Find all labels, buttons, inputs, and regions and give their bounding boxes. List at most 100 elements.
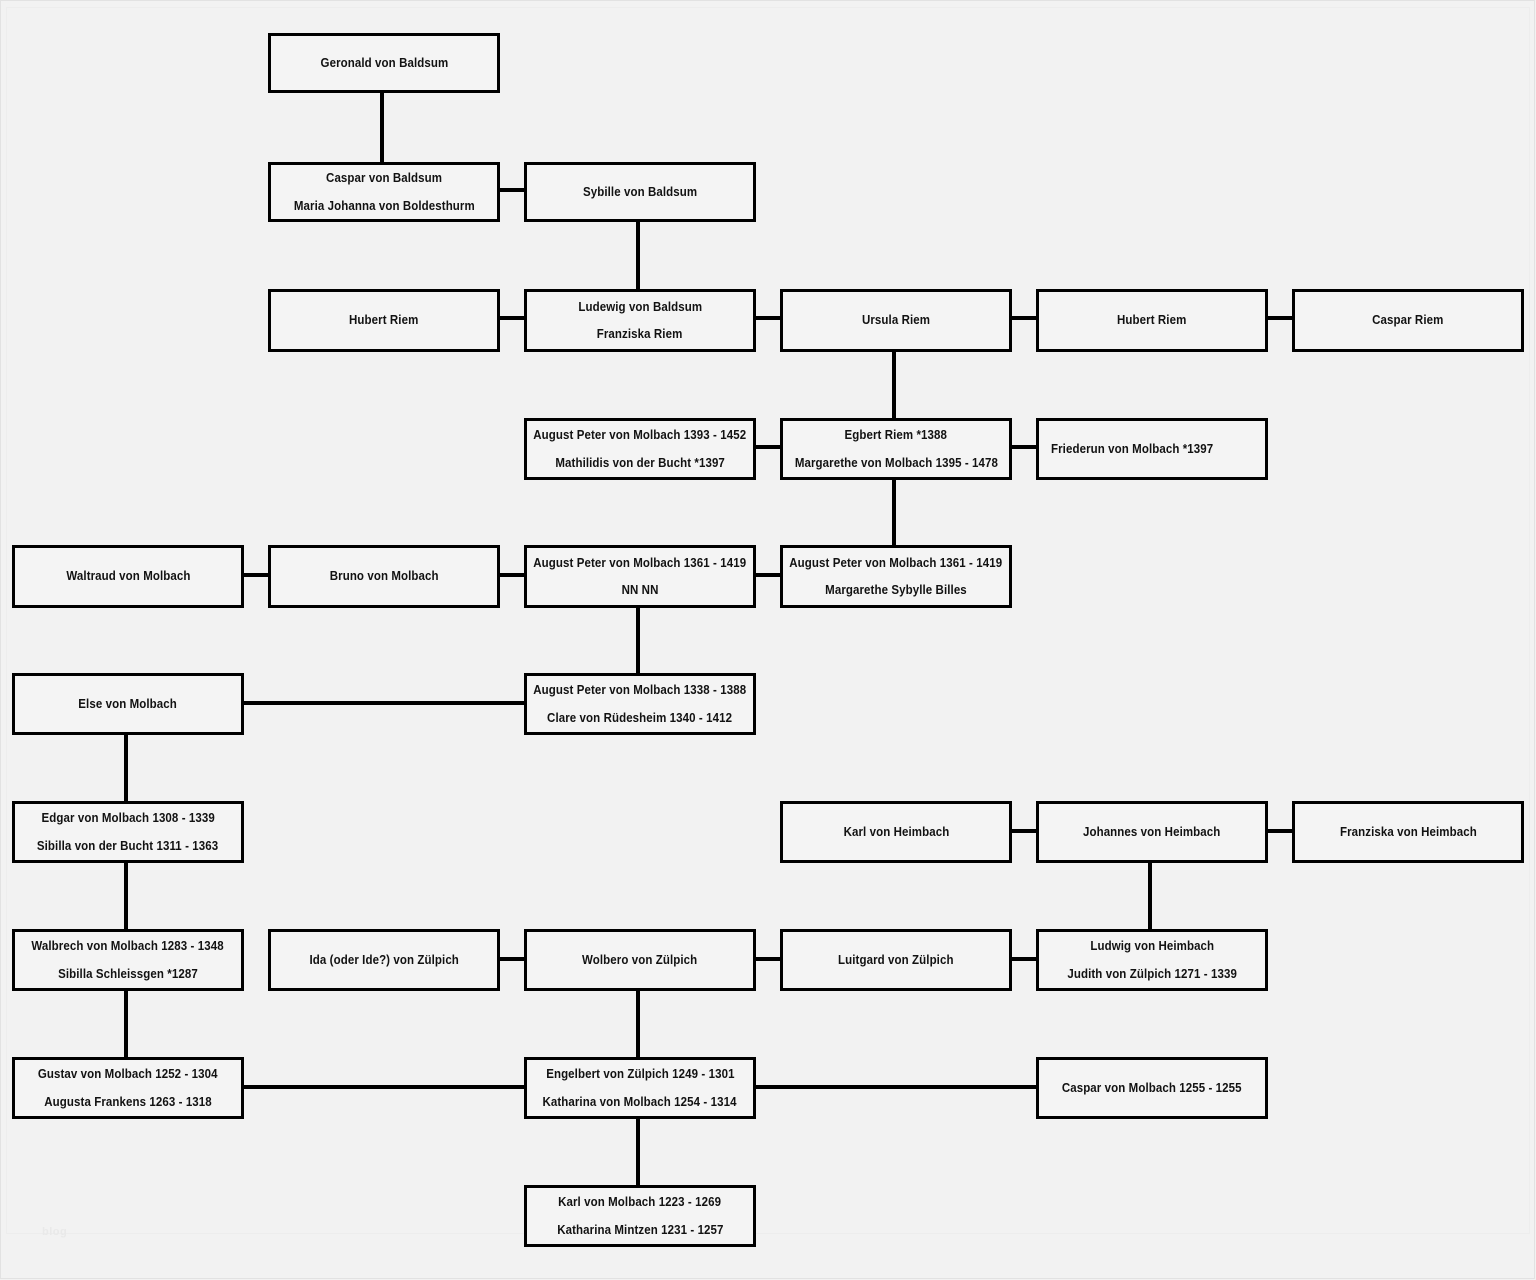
ludewig-to-ursula-horizontal — [756, 316, 780, 320]
person-primary-name: Friederun von Molbach *1397 — [1051, 441, 1214, 456]
person-primary-name: Caspar von Molbach 1255 - 1255 — [1062, 1080, 1242, 1095]
person-secondary-name: Sibilla von der Bucht 1311 - 1363 — [37, 838, 219, 853]
person-box[interactable]: Ida (oder Ide?) von Zülpich — [268, 929, 500, 991]
egbert-to-friederun-horizontal — [1012, 445, 1036, 449]
engelbert-to-caspar-horizontal — [756, 1085, 1036, 1089]
person-primary-name: Waltraud von Molbach — [65, 569, 191, 584]
person-primary-name: Walbrech von Molbach 1283 - 1348 — [31, 939, 225, 953]
person-secondary-name: Clare von Rüdesheim 1340 - 1412 — [547, 710, 733, 725]
person-box[interactable]: Hubert Riem — [268, 289, 500, 352]
else-to-augustpeter1338-horiz — [244, 701, 524, 705]
person-primary-name: Karl von Molbach 1223 - 1269 — [558, 1195, 722, 1209]
bruno-to-augustpeter-horizontal — [500, 573, 524, 577]
person-primary-name: Caspar von Baldsum — [325, 171, 443, 185]
person-primary-name: Luitgard von Zülpich — [838, 952, 954, 967]
person-primary-name: Hubert Riem — [349, 313, 419, 328]
johannes-to-franziska-horiz — [1268, 829, 1292, 833]
person-primary-name: Edgar von Molbach 1308 - 1339 — [41, 811, 215, 825]
person-secondary-name: NN NN — [621, 583, 659, 597]
sybille-to-ludewig-vertical — [636, 222, 640, 289]
person-secondary-name: Judith von Zülpich 1271 - 1339 — [1067, 966, 1237, 981]
augustpeter1361-to-1338-vert — [636, 608, 640, 675]
walbrech-to-gustav-vertical — [124, 991, 128, 1059]
person-box[interactable]: Else von Molbach — [12, 673, 244, 735]
person-primary-name: Sybille von Baldsum — [582, 184, 698, 199]
hubert-to-ludewig-horizontal — [500, 316, 524, 320]
else-to-edgar-vertical — [124, 735, 128, 803]
egbert-to-augustpeter1361-vert — [892, 480, 896, 547]
ursula-to-egbert-vertical — [892, 352, 896, 420]
wolbero-to-luitgard-horizontal — [756, 957, 780, 961]
person-secondary-name: Margarethe von Molbach 1395 - 1478 — [794, 455, 998, 470]
person-box[interactable]: Caspar von Molbach 1255 - 1255 — [1036, 1057, 1268, 1119]
person-box[interactable]: Ursula Riem — [780, 289, 1012, 352]
person-primary-name: Gustav von Molbach 1252 - 1304 — [38, 1067, 218, 1081]
person-secondary-name: Augusta Frankens 1263 - 1318 — [44, 1094, 212, 1109]
person-primary-name: Franziska von Heimbach — [1339, 824, 1477, 839]
person-box[interactable]: Hubert Riem — [1036, 289, 1268, 352]
ursula-to-hubert2-horizontal — [1012, 316, 1036, 320]
person-box[interactable]: Waltraud von Molbach — [12, 545, 244, 608]
person-secondary-name: Sibilla Schleissgen *1287 — [58, 966, 198, 981]
person-box[interactable]: Geronald von Baldsum — [268, 33, 500, 93]
person-secondary-name: Katharina Mintzen 1231 - 1257 — [556, 1222, 724, 1237]
person-box[interactable]: Karl von Heimbach — [780, 801, 1012, 863]
person-box[interactable]: Luitgard von Zülpich — [780, 929, 1012, 991]
person-secondary-name: Franziska Riem — [597, 327, 683, 341]
person-secondary-name: Katharina von Molbach 1254 - 1314 — [542, 1094, 738, 1109]
person-primary-name: Hubert Riem — [1117, 313, 1187, 328]
person-box[interactable]: Sybille von Baldsum — [524, 162, 756, 222]
augustpeter1393-to-egbert-horiz — [756, 445, 780, 449]
person-primary-name: Else von Molbach — [78, 696, 178, 711]
person-primary-name: Johannes von Heimbach — [1083, 824, 1221, 839]
augustpeter-pair-horizontal — [756, 573, 780, 577]
page-frame-inner — [6, 7, 1530, 1234]
karl-to-johannes-heimbach-horiz — [1012, 829, 1036, 833]
hubert2-to-caspar-riem-horiz — [1268, 316, 1292, 320]
person-box[interactable]: Johannes von Heimbach — [1036, 801, 1268, 863]
person-primary-name: Karl von Heimbach — [843, 824, 949, 839]
person-primary-name: August Peter von Molbach 1338 - 1388 — [533, 683, 747, 697]
person-box[interactable]: Bruno von Molbach — [268, 545, 500, 608]
person-primary-name: Bruno von Molbach — [329, 569, 439, 584]
person-primary-name: Egbert Riem *1388 — [844, 428, 948, 442]
person-box[interactable]: Friederun von Molbach *1397 — [1036, 418, 1268, 480]
person-primary-name: Ludewig von Baldsum — [578, 299, 702, 314]
person-box[interactable]: Franziska von Heimbach — [1292, 801, 1524, 863]
person-primary-name: Ludwig von Heimbach — [1090, 939, 1214, 953]
person-secondary-name: Mathilidis von der Bucht *1397 — [555, 455, 725, 470]
ida-to-wolbero-horizontal — [500, 957, 524, 961]
person-primary-name: Geronald von Baldsum — [320, 55, 448, 70]
edgar-to-walbrech-vertical — [124, 863, 128, 931]
watermark-text: blog — [42, 1226, 68, 1238]
person-box[interactable]: Wolbero von Zülpich — [524, 929, 756, 991]
geronald-to-caspar-vertical — [380, 93, 384, 162]
caspar-to-sybille-horizontal — [500, 188, 524, 192]
person-box[interactable]: Caspar Riem — [1292, 289, 1524, 352]
wolbero-to-engelbert-vertical — [636, 991, 640, 1059]
person-secondary-name: Margarethe Sybylle Billes — [825, 583, 967, 597]
person-primary-name: August Peter von Molbach 1361 - 1419 — [789, 555, 1003, 570]
person-secondary-name: Maria Johanna von Boldesthurm — [293, 198, 475, 213]
johannes-to-ludwig-vertical — [1148, 863, 1152, 931]
person-primary-name: Ida (oder Ide?) von Zülpich — [309, 952, 459, 967]
person-primary-name: Engelbert von Zülpich 1249 - 1301 — [545, 1067, 735, 1081]
luitgard-to-ludwig-horizontal — [1012, 957, 1036, 961]
engelbert-to-karl-vertical — [636, 1119, 640, 1187]
person-primary-name: Ursula Riem — [861, 313, 931, 328]
waltraud-to-bruno-horizontal — [244, 573, 268, 577]
